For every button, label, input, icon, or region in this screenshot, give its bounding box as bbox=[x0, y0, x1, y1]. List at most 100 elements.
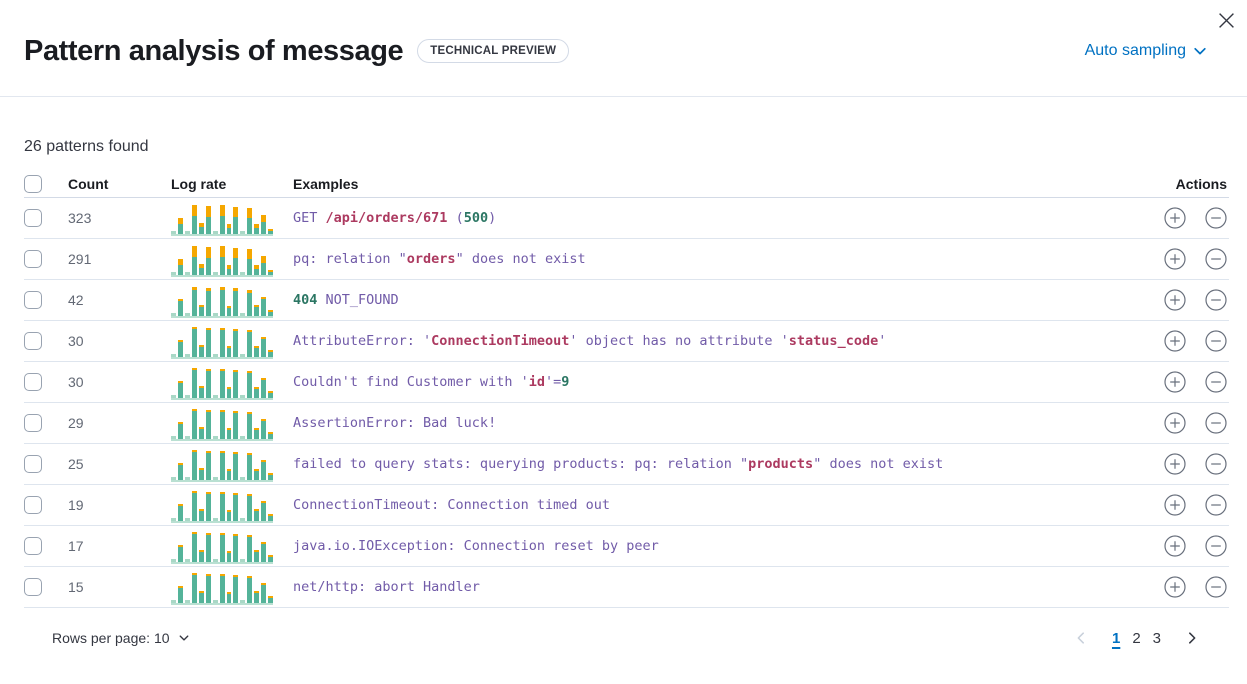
log-rate-sparkline bbox=[171, 244, 274, 277]
filter-in-button[interactable] bbox=[1164, 494, 1186, 516]
flyout-body: 26 patterns found Count Log rate Example… bbox=[0, 138, 1247, 651]
filter-in-button[interactable] bbox=[1164, 330, 1186, 352]
row-example-message: AttributeError: 'ConnectionTimeout' obje… bbox=[293, 333, 887, 349]
row-checkbox[interactable] bbox=[24, 537, 42, 555]
log-rate-sparkline bbox=[171, 572, 274, 605]
chevron-down-icon bbox=[1194, 47, 1206, 55]
plus-circle-icon bbox=[1164, 494, 1186, 516]
row-checkbox[interactable] bbox=[24, 373, 42, 391]
filter-in-button[interactable] bbox=[1164, 453, 1186, 475]
plus-circle-icon bbox=[1164, 371, 1186, 393]
plus-circle-icon bbox=[1164, 412, 1186, 434]
filter-out-button[interactable] bbox=[1205, 576, 1227, 598]
row-example-message: AssertionError: Bad luck! bbox=[293, 415, 497, 431]
page-button-2[interactable]: 2 bbox=[1126, 628, 1146, 649]
filter-in-button[interactable] bbox=[1164, 371, 1186, 393]
plus-circle-icon bbox=[1164, 289, 1186, 311]
row-checkbox-cell bbox=[24, 250, 68, 268]
row-checkbox-cell bbox=[24, 373, 68, 391]
row-example-message: failed to query stats: querying products… bbox=[293, 456, 944, 472]
log-rate-sparkline bbox=[171, 449, 274, 482]
filter-out-button[interactable] bbox=[1205, 494, 1227, 516]
minus-circle-icon bbox=[1205, 453, 1227, 475]
chevron-right-icon bbox=[1189, 632, 1196, 644]
row-checkbox-cell bbox=[24, 209, 68, 227]
filter-out-button[interactable] bbox=[1205, 289, 1227, 311]
row-checkbox[interactable] bbox=[24, 291, 42, 309]
row-example-message: net/http: abort Handler bbox=[293, 579, 480, 595]
row-count: 25 bbox=[68, 456, 84, 472]
row-checkbox[interactable] bbox=[24, 209, 42, 227]
row-checkbox-cell bbox=[24, 537, 68, 555]
filter-out-button[interactable] bbox=[1205, 371, 1227, 393]
plus-circle-icon bbox=[1164, 207, 1186, 229]
select-all-cell bbox=[24, 174, 68, 193]
select-all-checkbox[interactable] bbox=[24, 174, 42, 193]
sampling-dropdown[interactable]: Auto sampling bbox=[1085, 42, 1207, 60]
row-count: 17 bbox=[68, 538, 84, 554]
filter-out-button[interactable] bbox=[1205, 535, 1227, 557]
column-header-log-rate: Log rate bbox=[171, 175, 227, 192]
minus-circle-icon bbox=[1205, 330, 1227, 352]
row-checkbox[interactable] bbox=[24, 332, 42, 350]
row-log-rate-cell bbox=[171, 283, 293, 318]
log-rate-sparkline bbox=[171, 531, 274, 564]
row-checkbox[interactable] bbox=[24, 414, 42, 432]
log-rate-sparkline bbox=[171, 203, 274, 236]
flyout-header: Pattern analysis of message TECHNICAL PR… bbox=[0, 0, 1247, 97]
row-log-rate-cell bbox=[171, 488, 293, 523]
row-example-message: Couldn't find Customer with 'id'=9 bbox=[293, 374, 570, 390]
minus-circle-icon bbox=[1205, 207, 1227, 229]
filter-in-button[interactable] bbox=[1164, 289, 1186, 311]
row-actions-cell bbox=[1143, 207, 1229, 229]
row-actions-cell bbox=[1143, 535, 1229, 557]
page-title: Pattern analysis of message bbox=[24, 34, 404, 67]
filter-in-button[interactable] bbox=[1164, 207, 1186, 229]
previous-page-button[interactable] bbox=[1068, 625, 1094, 651]
sampling-label: Auto sampling bbox=[1084, 42, 1186, 59]
row-checkbox[interactable] bbox=[24, 455, 42, 473]
filter-out-button[interactable] bbox=[1205, 330, 1227, 352]
page-button-1[interactable]: 1 bbox=[1106, 628, 1126, 649]
log-rate-sparkline bbox=[171, 285, 274, 318]
table-row: 30 Couldn't find Customer with 'id'=9 bbox=[24, 362, 1229, 403]
minus-circle-icon bbox=[1205, 371, 1227, 393]
log-rate-sparkline bbox=[171, 490, 274, 523]
row-actions-cell bbox=[1143, 494, 1229, 516]
row-checkbox[interactable] bbox=[24, 250, 42, 268]
filter-out-button[interactable] bbox=[1205, 412, 1227, 434]
column-header-actions: Actions bbox=[1175, 175, 1227, 192]
filter-in-button[interactable] bbox=[1164, 248, 1186, 270]
table-row: 25 failed to query stats: querying produc… bbox=[24, 444, 1229, 485]
minus-circle-icon bbox=[1205, 576, 1227, 598]
row-checkbox[interactable] bbox=[24, 496, 42, 514]
page-button-3[interactable]: 3 bbox=[1147, 628, 1167, 649]
minus-circle-icon bbox=[1205, 412, 1227, 434]
rows-per-page-dropdown[interactable]: Rows per page: 10 bbox=[52, 630, 190, 646]
filter-out-button[interactable] bbox=[1205, 453, 1227, 475]
log-rate-sparkline bbox=[171, 408, 274, 441]
row-checkbox-cell bbox=[24, 496, 68, 514]
filter-out-button[interactable] bbox=[1205, 207, 1227, 229]
row-checkbox-cell bbox=[24, 455, 68, 473]
row-log-rate-cell bbox=[171, 570, 293, 605]
row-checkbox[interactable] bbox=[24, 578, 42, 596]
row-actions-cell bbox=[1143, 371, 1229, 393]
filter-in-button[interactable] bbox=[1164, 412, 1186, 434]
filter-out-button[interactable] bbox=[1205, 248, 1227, 270]
row-count: 30 bbox=[68, 374, 84, 390]
close-button[interactable] bbox=[1211, 5, 1241, 35]
filter-in-button[interactable] bbox=[1164, 576, 1186, 598]
next-page-button[interactable] bbox=[1179, 625, 1205, 651]
row-count: 29 bbox=[68, 415, 84, 431]
plus-circle-icon bbox=[1164, 248, 1186, 270]
row-log-rate-cell bbox=[171, 447, 293, 482]
filter-in-button[interactable] bbox=[1164, 535, 1186, 557]
chevron-down-icon bbox=[179, 635, 188, 641]
